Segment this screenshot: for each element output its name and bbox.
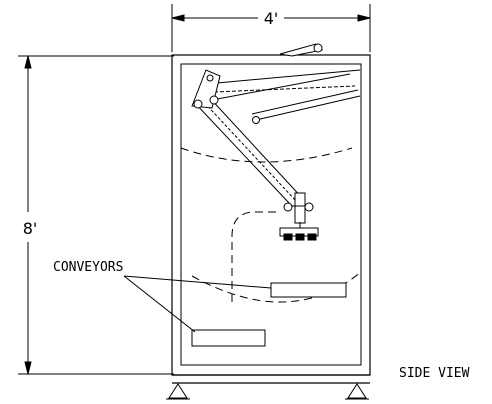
- top-bracket: [279, 43, 324, 57]
- height-arrow-top: [24, 55, 32, 69]
- conveyors: [191, 282, 347, 347]
- cabinet-feet: [166, 383, 369, 400]
- gripper-cup-1: [283, 233, 293, 241]
- foot-right: [347, 383, 367, 399]
- height-dimension-label: 8': [23, 219, 38, 238]
- top-bracket-pivot: [313, 43, 323, 53]
- width-arrow-left: [171, 14, 185, 22]
- frame-inner: [180, 63, 362, 366]
- gripper-cup-2: [295, 233, 305, 241]
- arm-pivots: [193, 74, 314, 212]
- foot-left: [168, 383, 188, 399]
- gripper-cup-3: [307, 233, 317, 241]
- mid-link: [211, 73, 351, 101]
- cabinet-frame: [171, 54, 371, 384]
- lower-link: [255, 95, 361, 121]
- leader-upper: [123, 275, 272, 289]
- work-zone-boundary: [231, 211, 276, 302]
- robot-arm: [191, 69, 361, 224]
- conveyors-label: CONVEYORS: [53, 260, 123, 275]
- upper-arm-edge-b: [207, 95, 305, 201]
- pivot-shoulder: [193, 99, 203, 109]
- height-arrow-bottom: [24, 361, 32, 375]
- lower-link-b: [251, 89, 359, 115]
- gripper: [279, 222, 319, 241]
- pivot-elbow: [252, 116, 260, 124]
- conveyor-upper: [270, 282, 347, 298]
- upper-arm-centerline: [200, 98, 298, 203]
- wrist-column: [294, 192, 306, 224]
- drive-link: [213, 85, 356, 93]
- pivot-wrist-left: [283, 202, 293, 212]
- leader-lower: [123, 275, 196, 333]
- side-view-label: SIDE VIEW: [399, 366, 470, 381]
- width-arrow-right: [357, 14, 371, 22]
- conveyor-lower: [191, 329, 266, 347]
- pivot-wrist-right: [304, 202, 314, 212]
- width-dimension: [171, 4, 371, 52]
- width-dimension-label: 4': [264, 9, 279, 28]
- pivot-shoulder-b: [209, 95, 219, 105]
- upper-arm-edge-a: [193, 101, 291, 205]
- motion-envelopes: [180, 147, 362, 303]
- height-dimension: [18, 55, 174, 375]
- upper-reach-arc: [180, 147, 353, 163]
- pivot-top: [206, 74, 214, 82]
- top-link: [205, 69, 361, 85]
- conveyor-leaders: [123, 275, 272, 333]
